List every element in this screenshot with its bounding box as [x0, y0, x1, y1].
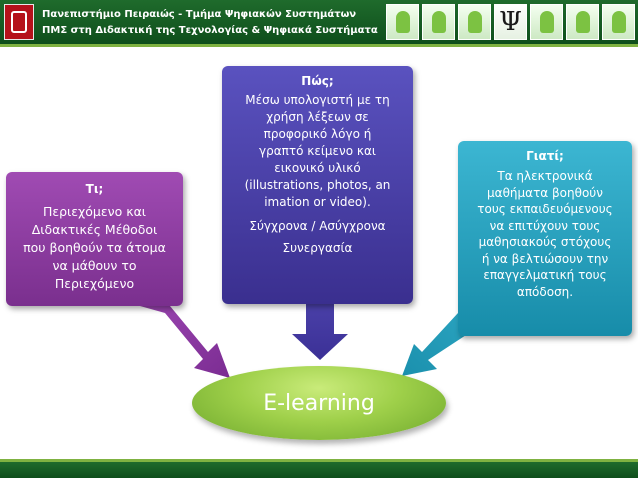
box-why-line: μαθήματα βοηθούν: [487, 185, 603, 200]
elearning-center-ellipse: E-learning: [192, 366, 446, 440]
header-bar: Πανεπιστήμιο Πειραιώς - Τμήμα Ψηφιακών Σ…: [0, 0, 638, 44]
figure-icon: [458, 4, 491, 40]
psi-logo-icon: Ψ: [494, 4, 527, 40]
box-why-line: επαγγελματική τους: [483, 268, 607, 282]
box-what-line: Περιεχόμενο: [54, 276, 135, 291]
box-why-line: μαθησιακούς στόχους: [478, 235, 612, 249]
footer-bar: [0, 462, 638, 478]
box-how-line: γραπτό κείμενο και: [259, 144, 376, 158]
box-how-collab-text: Συνεργασία: [282, 241, 353, 255]
figure-icon: [386, 4, 419, 40]
box-how-title: Πώς;: [301, 74, 334, 88]
header-accent-line: [0, 44, 638, 47]
box-why: Γιατί; Τα ηλεκτρονικά μαθήματα βοηθούν τ…: [458, 141, 632, 336]
box-how-line: προφορικό λόγο ή: [263, 127, 372, 141]
box-why-line: να επιτύχουν τους: [489, 218, 601, 233]
figure-icon: [566, 4, 599, 40]
box-how: Πώς; Μέσω υπολογιστή με τη χρήση λέξεων …: [222, 66, 413, 304]
box-why-line: τους εκπαιδευόμενους: [477, 202, 613, 216]
box-how-line: (illustrations, photos, an: [244, 178, 391, 192]
header-subtitle: ΠΜΣ στη Διδακτική της Τεχνολογίας & Ψηφι…: [42, 25, 378, 36]
box-why-line: απόδοση.: [516, 284, 574, 299]
box-how-sync-text: Σύγχρονα / Ασύγχρονα: [249, 219, 386, 233]
arrow-center: [292, 304, 348, 360]
box-how-line: χρήση λέξεων σε: [266, 110, 369, 124]
footer-accent-line: [0, 459, 638, 462]
box-how-line: Μέσω υπολογιστή με τη: [245, 93, 390, 107]
elearning-label: E-learning: [263, 390, 375, 416]
box-why-line: Τα ηλεκτρονικά: [497, 169, 593, 183]
box-what-line: Περιεχόμενο και: [42, 204, 147, 219]
box-what-line: που βοηθούν τα άτομα: [23, 240, 166, 255]
box-how-line: εικονικό υλικό: [274, 161, 361, 175]
box-how-line: imation or video).: [264, 195, 371, 209]
arrow-left: [140, 306, 230, 378]
box-what-line: Διδακτικές Μέθοδοι: [31, 222, 158, 237]
header-title: Πανεπιστήμιο Πειραιώς - Τμήμα Ψηφιακών Σ…: [42, 9, 357, 20]
box-what: Τι; Περιεχόμενο και Διδακτικές Μέθοδοι π…: [6, 172, 183, 306]
university-logo: [4, 4, 34, 40]
box-why-title: Γιατί;: [526, 149, 564, 163]
figure-icon: [602, 4, 635, 40]
figure-icon: [422, 4, 455, 40]
figure-icon: [530, 4, 563, 40]
box-why-line: ή να βελτιώσουν την: [481, 251, 609, 266]
box-what-title: Τι;: [85, 182, 104, 196]
header-icons: Ψ: [386, 4, 635, 40]
box-what-line: να μάθουν το: [52, 258, 137, 273]
